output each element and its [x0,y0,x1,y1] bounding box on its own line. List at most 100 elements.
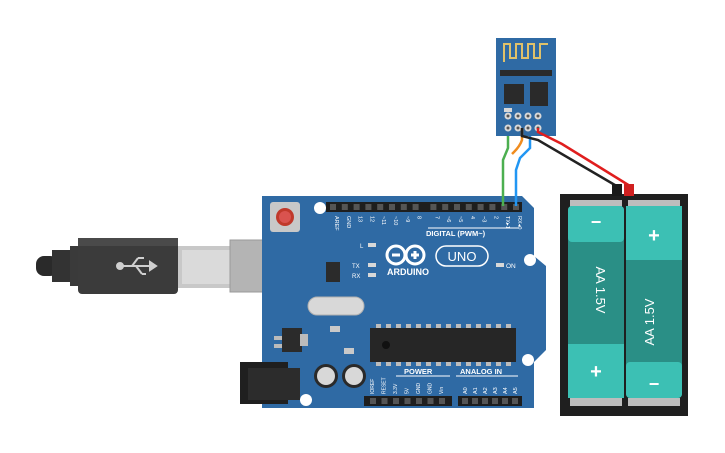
capacitor [314,364,338,388]
header-pin-hole[interactable] [442,204,449,210]
chip-pin [406,362,411,366]
header-pin-hole[interactable] [492,398,498,404]
digital-pin-label: GND [345,216,351,228]
wire-orange [511,128,524,155]
led-rx-label: RX [352,274,360,280]
mounting-hole [300,394,312,406]
digital-header[interactable] [326,202,522,212]
analog-pin-label: A1 [473,387,479,394]
header-pin-hole[interactable] [381,398,388,404]
header-pin-hole[interactable] [412,204,419,210]
power-pin-label: IOREF [370,379,376,394]
digital-pin-label: ~5 [457,216,463,222]
header-pin-hole[interactable] [404,398,411,404]
chip-pin [476,324,481,328]
flash-chip [530,82,548,106]
header-pin-hole[interactable] [389,204,395,210]
uno-label: UNO [448,249,477,264]
header-pin-hole[interactable] [465,204,472,210]
power-pin-label: GND [416,383,422,395]
usb-icon [116,257,158,275]
header-pin-hole[interactable] [472,398,478,404]
chip-pin [466,362,471,366]
power-pin-label: Vin [439,387,445,394]
esp8266-wifi-module[interactable] [496,38,556,136]
header-pin-hole[interactable] [416,398,422,404]
power-pin-label: GND [428,383,434,395]
power-jack[interactable] [240,362,300,404]
cell2-top-symbol: + [648,225,660,247]
chip-pin [496,324,501,328]
header-pin-hole[interactable] [330,204,336,210]
header-pin-hole[interactable] [400,204,407,210]
wire-blue [514,136,532,206]
atmega-chip [370,324,516,366]
analog-pin-label: A5 [513,387,519,394]
usb-cable [36,238,297,294]
power-header[interactable] [364,396,452,406]
header-pin-hole[interactable] [501,204,508,210]
header-pin-hole[interactable] [462,398,468,404]
header-pin-hole[interactable] [482,398,488,404]
digital-pin-label: ~10 [392,216,398,225]
mounting-hole [314,202,326,214]
chip-pin [456,362,461,366]
digital-pin-label: TX▸1 [504,216,510,229]
analog-header[interactable] [458,396,522,406]
battery-pack[interactable]: − + AA 1.5V + − AA 1.5V [560,184,688,416]
digital-label: DIGITAL (PWM~) [426,229,486,238]
cell1-top-symbol: − [591,212,602,232]
chip-pin [486,362,491,366]
chip-pin [476,362,481,366]
header-pin-hole[interactable] [439,398,445,404]
capacitor [342,364,366,388]
header-pin-hole[interactable] [341,204,348,210]
smd-component [344,348,354,354]
header-pin-hole[interactable] [454,204,460,210]
crystal-oscillator [307,296,365,316]
analog-pin-label: A4 [503,387,509,394]
battery-cell-2: + − AA 1.5V [626,206,682,398]
wire-black [520,128,621,190]
digital-pin-label: RX◂0 [516,216,522,229]
header-pin-hole[interactable] [377,204,384,210]
chip-pin [506,324,511,328]
digital-pin-label: 8 [416,216,422,219]
arduino-brand: ARDUINO [387,267,429,277]
chip-pin [416,362,421,366]
cell1-bottom-symbol: + [590,361,602,383]
chip-pin [496,362,501,366]
analog-pin-label: A0 [463,387,469,394]
digital-pin-label: 13 [357,216,363,222]
header-pin-hole[interactable] [393,398,399,404]
chip-pin [456,324,461,328]
header-pin-hole[interactable] [430,204,437,210]
led-on [496,263,504,267]
digital-pin-label: AREF [333,216,339,231]
chip-pin [406,324,411,328]
header-pin-hole[interactable] [502,398,508,404]
esp-pin-header[interactable] [504,112,542,132]
chip-pin [386,362,391,366]
chip-pin [426,324,431,328]
cell1-label: AA 1.5V [593,267,608,314]
header-pin-hole[interactable] [427,398,434,404]
esp-pin-center [506,114,510,118]
led-l [368,243,376,247]
chip-pin [436,362,441,366]
esp-chip [504,84,524,104]
header-pin-hole[interactable] [365,204,372,210]
header-pin-hole[interactable] [489,204,496,210]
digital-pin-label: 7 [433,216,439,219]
led-l-label: L [360,244,364,250]
header-pin-hole[interactable] [353,204,360,210]
header-pin-hole[interactable] [370,398,376,404]
chip-pin [376,362,381,366]
reset-button[interactable] [270,202,300,232]
header-pin-hole[interactable] [477,204,484,210]
header-pin-hole[interactable] [512,398,518,404]
header-pin-hole[interactable] [513,204,519,210]
